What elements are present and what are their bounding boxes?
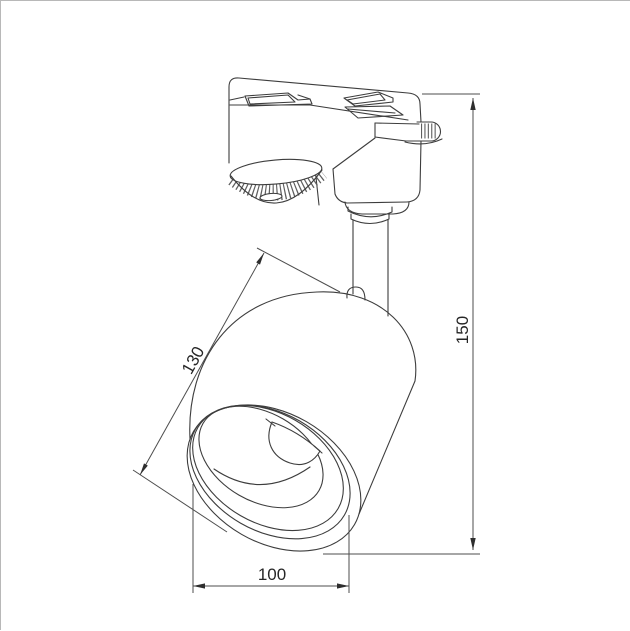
- dim-150-arrow-bottom: [470, 538, 476, 550]
- dim-130-line: [139, 252, 265, 476]
- dim-100-label: 100: [258, 565, 286, 584]
- dim-130-label: 130: [178, 343, 208, 377]
- bulb: [265, 418, 323, 466]
- reflector-inner-lip: [213, 466, 311, 486]
- hinge-bump: [346, 286, 366, 301]
- dim-130-arrow-upper: [256, 253, 264, 265]
- adapter-front-top-edge: [229, 104, 409, 121]
- dial-knurling: [228, 163, 328, 201]
- bulb-rim-tab-right: [313, 445, 323, 454]
- adapter-bottom-edge: [332, 168, 408, 204]
- face-ring-2: [189, 404, 351, 540]
- dial-top-face: [229, 158, 323, 186]
- mount-foot: [344, 201, 410, 215]
- reflector-rim: [198, 405, 324, 509]
- bulb-rim-tab-left: [265, 418, 276, 427]
- locking-tab: [374, 122, 420, 142]
- dial-bottom-outline: [230, 169, 323, 204]
- dimension-130: 130: [132, 247, 341, 533]
- thumb-wheel-underlip: [404, 138, 443, 145]
- dim-150-arrow-top: [470, 98, 476, 110]
- face-ring-outer: [186, 404, 362, 552]
- head-silhouette: [189, 291, 417, 515]
- face-ring-3: [192, 404, 344, 532]
- dim-150-label: 150: [453, 316, 472, 344]
- dimension-150: 150: [323, 93, 480, 555]
- adapter-top-face-edge: [229, 96, 245, 101]
- contact-slot-right: [343, 91, 404, 119]
- dim-100-arrow-right: [337, 583, 349, 589]
- dim-130-extension-upper: [256, 247, 341, 293]
- thumb-wheel-outline: [404, 121, 442, 142]
- dimension-100: 100: [192, 484, 350, 593]
- thumb-wheel: [404, 121, 443, 145]
- adapter-outline: [228, 77, 422, 164]
- adapter-right-edge: [406, 140, 422, 203]
- track-adapter: [228, 77, 443, 206]
- dim-130-extension-lower: [132, 469, 228, 533]
- dim-100-arrow-left: [193, 583, 205, 589]
- spot-head: [186, 286, 417, 552]
- bulb-body: [268, 421, 321, 466]
- mount-collar-lower: [350, 213, 390, 225]
- mount-collar-upper: [347, 206, 393, 218]
- mount: [344, 201, 410, 317]
- dim-130-arrow-lower: [140, 463, 148, 475]
- adapter-fold-diagonal: [332, 137, 376, 170]
- dial-center-slot: [259, 192, 283, 202]
- adjustment-dial: [228, 158, 328, 204]
- contact-slot-left: [244, 92, 313, 107]
